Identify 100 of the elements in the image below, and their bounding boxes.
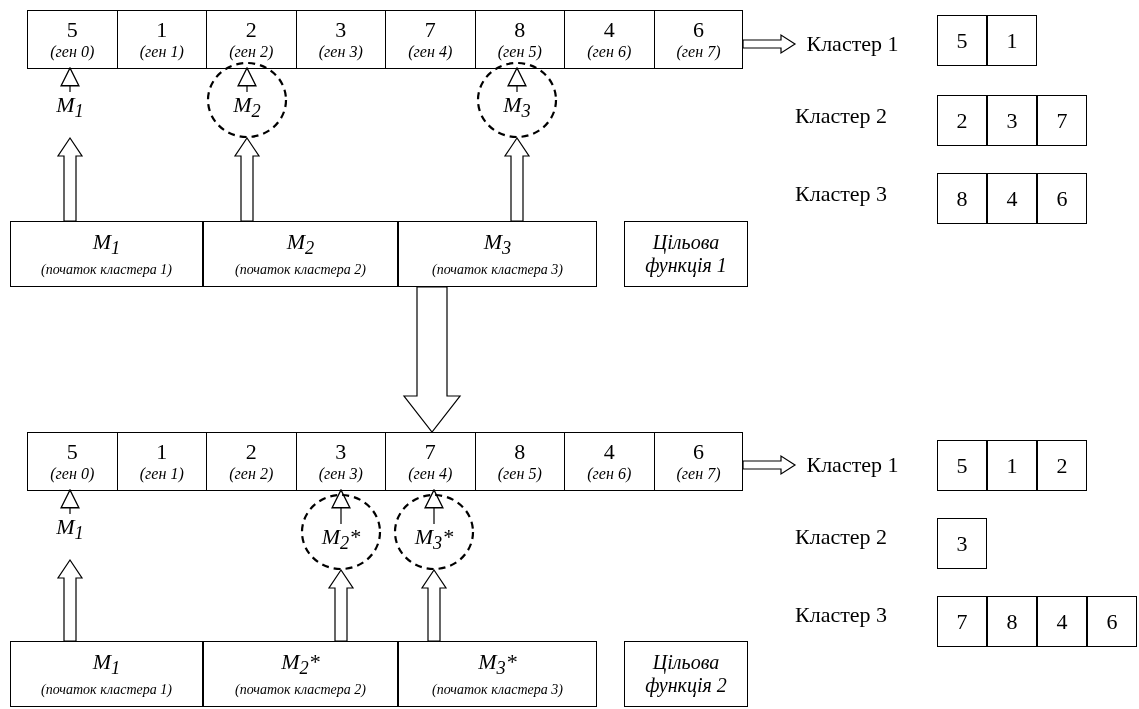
cluster-value: 3	[956, 531, 968, 556]
gene-label: (ген 3)	[318, 463, 363, 484]
dashed-circle	[301, 494, 381, 570]
gene-label: (ген 2)	[229, 41, 274, 62]
gene-label: (ген 6)	[587, 41, 632, 62]
gene-label: (ген 4)	[408, 463, 453, 484]
gene-label: (ген 5)	[497, 463, 542, 484]
gene-value: 1	[156, 439, 168, 464]
marker-label: M$_{1}$	[45, 514, 95, 560]
marker-label: M$_{2}$*	[281, 648, 320, 681]
gene-label: (ген 0)	[50, 41, 95, 62]
cluster-value: 5	[956, 28, 968, 53]
pointer-arrow	[331, 489, 351, 525]
marker-label: M$_{1}$	[92, 228, 121, 261]
gene-label: (ген 1)	[139, 41, 184, 62]
cluster-value: 6	[1056, 186, 1068, 211]
gene-value: 4	[603, 439, 615, 464]
cluster-cell	[1087, 596, 1137, 647]
cluster-cell	[987, 15, 1037, 66]
dashed-circle	[477, 62, 557, 138]
gene-value: 4	[603, 17, 615, 42]
gene-value: 7	[424, 439, 436, 464]
gene-value: 8	[514, 17, 526, 42]
cluster-cell	[937, 518, 987, 569]
cluster-label: Кластер 2	[795, 524, 888, 550]
cluster-cell	[937, 95, 987, 146]
marker-label: M$_{3}$*	[478, 648, 517, 681]
cluster-label: Кластер 2	[795, 103, 888, 129]
cluster-cell	[1037, 440, 1087, 491]
marker-label: M$_{1}$	[45, 92, 95, 138]
gene-label: (ген 5)	[497, 41, 542, 62]
gene-value: 6	[693, 439, 704, 464]
cluster-value: 5	[956, 453, 968, 478]
gene-value: 1	[156, 17, 168, 42]
cluster-start-box	[398, 641, 597, 707]
cluster-start-caption: (початок кластера 3)	[432, 261, 563, 280]
cluster-value: 4	[1006, 186, 1018, 211]
cluster-start-box	[10, 641, 203, 707]
pointer-arrow	[424, 489, 444, 525]
cluster-cell	[987, 173, 1037, 224]
cluster-value: 7	[956, 609, 968, 634]
gene-value: 2	[245, 17, 257, 42]
cluster-label: Кластер 3	[795, 602, 888, 628]
gene-label: (ген 6)	[587, 463, 632, 484]
gene-value: 8	[514, 439, 526, 464]
objective-text: Цільова функція 1	[644, 231, 728, 277]
cluster-cell	[937, 596, 987, 647]
objective-text: Цільова функція 2	[644, 651, 728, 697]
chromosome-row	[27, 432, 743, 491]
hollow-arrow	[402, 286, 462, 433]
cluster-cell	[987, 596, 1037, 647]
cluster-value: 3	[1006, 108, 1018, 133]
marker-label: M$_{3}$	[483, 228, 512, 261]
gene-label: (ген 7)	[676, 463, 721, 484]
gene-label: (ген 1)	[139, 463, 184, 484]
cluster-value: 8	[1006, 609, 1018, 634]
marker-label: M$_{1}$	[92, 648, 121, 681]
cluster-cell	[1037, 596, 1087, 647]
cluster-label: Кластер 3	[795, 181, 888, 207]
gene-label: (ген 2)	[229, 463, 274, 484]
hollow-arrow	[56, 558, 84, 642]
hollow-arrow	[742, 454, 797, 476]
gene-label: (ген 0)	[50, 463, 95, 484]
pointer-arrow	[60, 67, 80, 93]
cluster-start-caption: (початок кластера 2)	[235, 261, 366, 280]
pointer-arrow	[237, 67, 257, 93]
cluster-cell	[937, 173, 987, 224]
cluster-cell	[987, 440, 1037, 491]
cluster-cell	[987, 95, 1037, 146]
cluster-start-box	[10, 221, 203, 287]
cluster-value: 1	[1006, 28, 1018, 53]
cluster-value: 2	[1056, 453, 1068, 478]
hollow-arrow	[420, 568, 448, 642]
cluster-label: Кластер 1	[795, 447, 910, 483]
hollow-arrow	[233, 136, 261, 222]
cluster-start-box	[203, 221, 398, 287]
gene-label: (ген 7)	[676, 41, 721, 62]
hollow-arrow	[327, 568, 355, 642]
dashed-circle	[207, 62, 287, 138]
cluster-start-box	[203, 641, 398, 707]
gene-value: 5	[66, 17, 78, 42]
cluster-value: 6	[1106, 609, 1118, 634]
cluster-cell	[1037, 95, 1087, 146]
cluster-value: 1	[1006, 453, 1018, 478]
gene-value: 5	[66, 439, 78, 464]
cluster-label: Кластер 1	[795, 26, 910, 62]
dashed-circle	[394, 494, 474, 570]
cluster-cell	[937, 15, 987, 66]
cluster-value: 8	[956, 186, 968, 211]
cluster-start-box	[398, 221, 597, 287]
cluster-start-caption: (початок кластера 3)	[432, 681, 563, 700]
hollow-arrow	[56, 136, 84, 222]
cluster-value: 7	[1056, 108, 1068, 133]
gene-label: (ген 4)	[408, 41, 453, 62]
gene-value: 2	[245, 439, 257, 464]
gene-value: 3	[335, 17, 347, 42]
objective-box	[624, 641, 748, 707]
cluster-start-caption: (початок кластера 2)	[235, 681, 366, 700]
gene-value: 3	[335, 439, 347, 464]
cluster-cell	[937, 440, 987, 491]
